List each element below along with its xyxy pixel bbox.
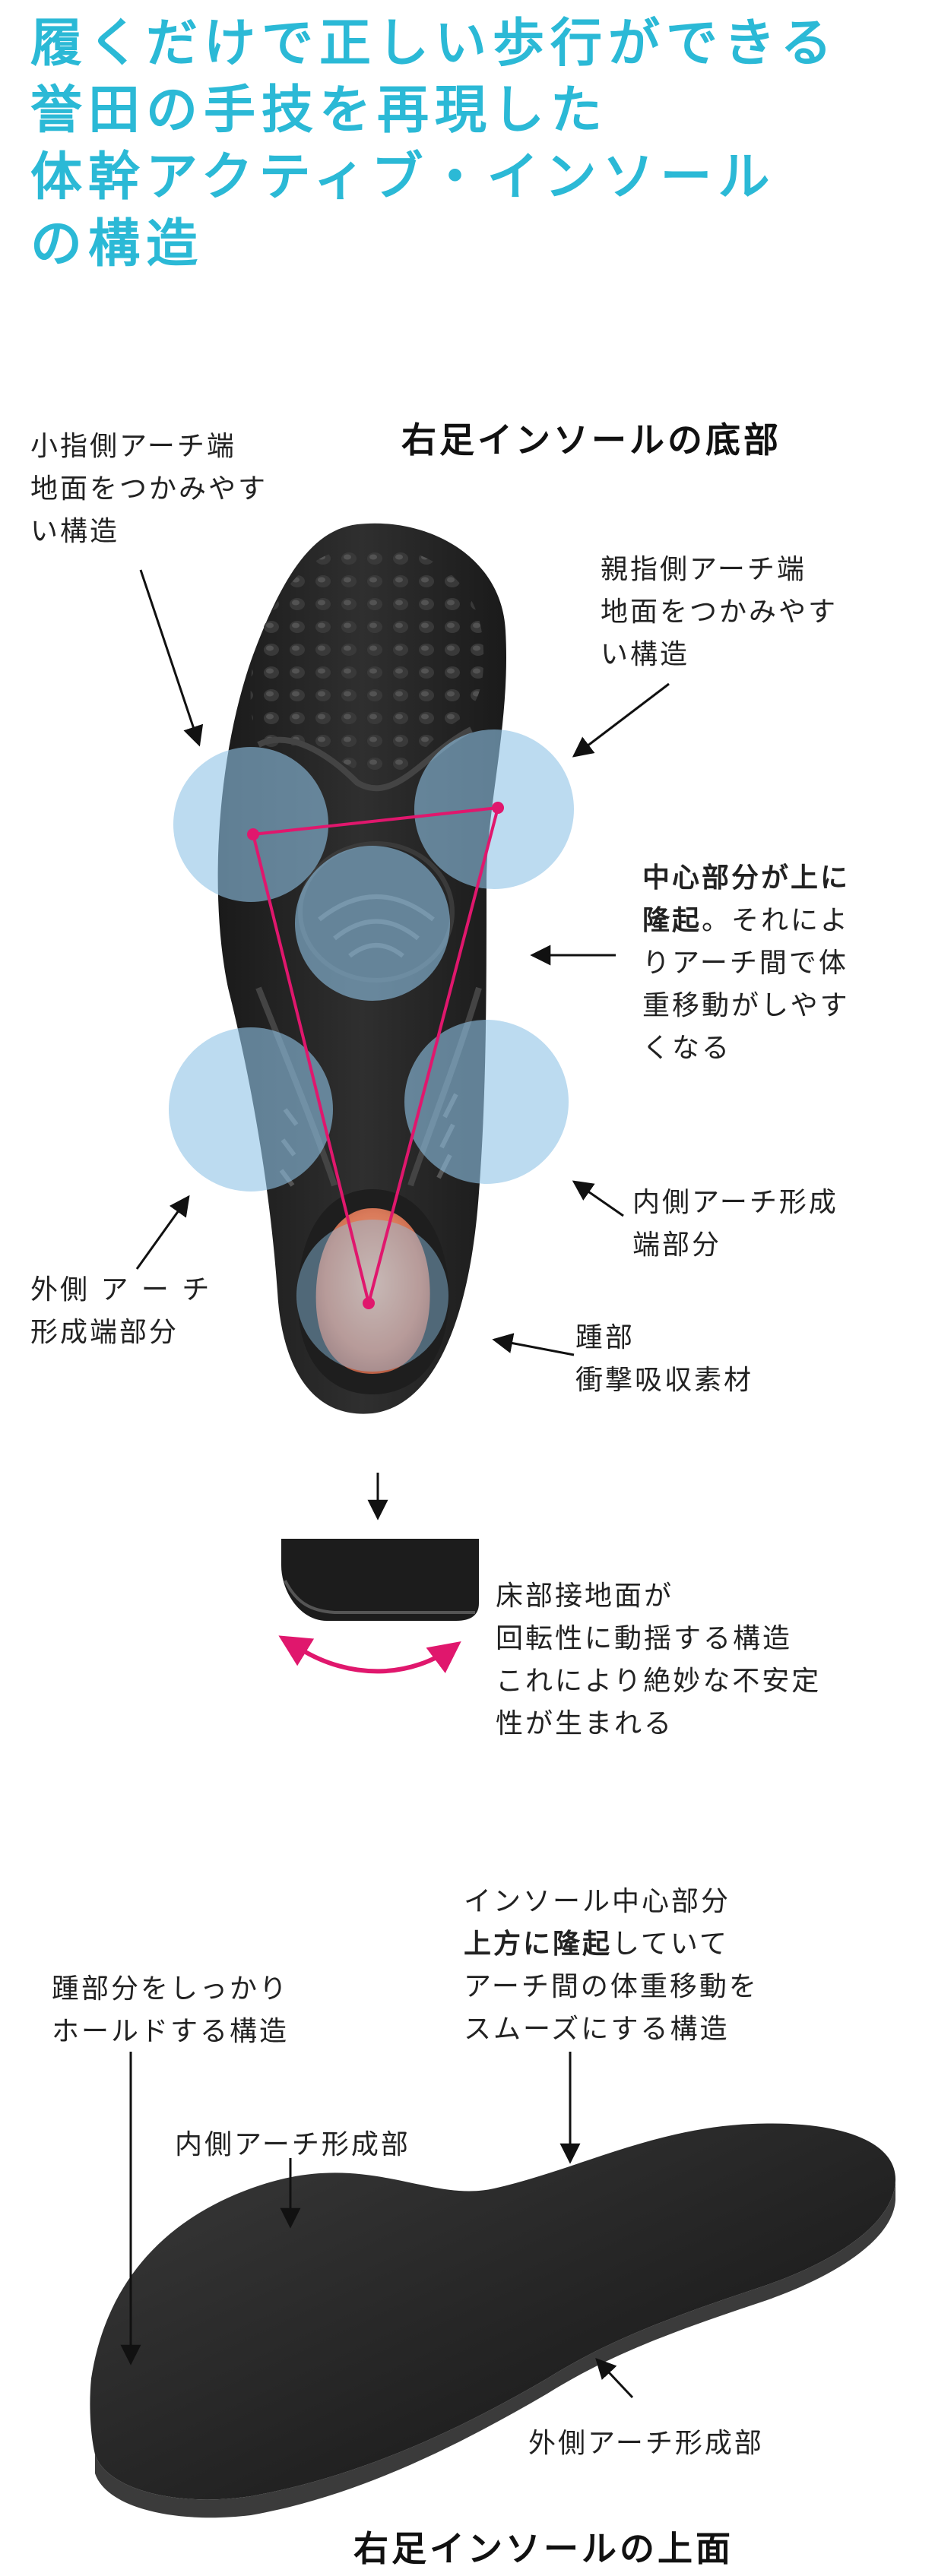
bottom-view-title: 右足インソールの底部 (401, 419, 781, 460)
label-line: 性が生まれる (496, 1708, 674, 1739)
label-line: 踵部 (575, 1322, 635, 1353)
label-top-center: インソール中心部分 上方に隆起していて アーチ間の体重移動を スムーズにする構造 (464, 1881, 759, 2051)
label-line: ホールドする構造 (52, 2016, 290, 2047)
label-line: い構造 (601, 639, 690, 670)
label-line: 地面をつかみやす (601, 597, 838, 628)
circle-outer-arch (169, 1027, 333, 1191)
weight-triangle (247, 802, 504, 1309)
label-line: い構造 (30, 516, 120, 547)
label-line: くなる (642, 1033, 732, 1064)
label-line: 地面をつかみやす (30, 473, 268, 505)
label-line: 外側 ア ー チ (30, 1274, 212, 1305)
label-pinky-arch: 小指側アーチ端 地面をつかみやす い構造 (30, 426, 268, 553)
emphasis: 隆起 (642, 905, 702, 936)
label-line: 親指側アーチ端 (601, 554, 807, 585)
label-thumb-arch: 親指側アーチ端 地面をつかみやす い構造 (601, 549, 838, 676)
label-text: していて (612, 1929, 729, 1960)
circle-pinky-arch (173, 747, 328, 902)
label-heel-hold: 踵部分をしっかり ホールドする構造 (52, 1968, 289, 2053)
top-view-arrows (120, 2052, 634, 2399)
insole-top-view (90, 2123, 896, 2518)
label-line: 中心部分が上に (642, 857, 850, 900)
emphasis: 上方に隆起 (464, 1929, 613, 1960)
heading-line-4: の構造 (30, 214, 204, 274)
heading-line-3: 体幹アクティブ・インソール (30, 147, 776, 207)
label-line: インソール中心部分 (464, 1886, 731, 1917)
emphasis: 中心部分が上に (642, 862, 851, 894)
label-top-inner-arch: 内側アーチ形成部 (175, 2129, 410, 2160)
label-heel: 踵部 衝撃吸収素材 (575, 1317, 753, 1402)
label-outer-arch: 外側 ア ー チ 形成端部分 (30, 1269, 211, 1354)
circle-center (295, 846, 450, 1001)
pressure-circles (169, 729, 574, 1372)
label-line: 小指側アーチ端 (30, 431, 236, 462)
label-line: 踵部分をしっかり (52, 1973, 290, 2005)
label-line: スムーズにする構造 (464, 2014, 730, 2045)
label-line: 形成端部分 (30, 1317, 179, 1348)
label-line: りアーチ間で体 (642, 948, 848, 979)
label-line: 重移動がしやす (642, 990, 850, 1021)
heading-line-1: 履くだけで正しい歩行ができる (30, 14, 838, 74)
page-heading: 履くだけで正しい歩行ができる 誉田の手技を再現した 体幹アクティブ・インソール … (30, 11, 927, 278)
circle-inner-arch (404, 1020, 569, 1184)
label-line: アーチ間の体重移動を (464, 1971, 759, 2002)
label-line: 端部分 (632, 1229, 722, 1261)
heading-line-2: 誉田の手技を再現した (30, 81, 609, 141)
label-line: 内側アーチ形成 (632, 1187, 838, 1218)
label-line: 床部接地面が (496, 1581, 674, 1612)
sole-cross-section (278, 1539, 479, 1674)
circle-heel (296, 1220, 448, 1372)
label-top-outer-arch: 外側アーチ形成部 (528, 2428, 764, 2459)
label-rotation: 床部接地面が 回転性に動揺する構造 これにより絶妙な不安定 性が生まれる (496, 1575, 821, 1745)
label-line: これにより絶妙な不安定 (496, 1666, 822, 1697)
label-line: 隆起。それによ (642, 900, 850, 942)
label-line: 上方に隆起していて (464, 1923, 759, 1966)
label-inner-arch: 内側アーチ形成 端部分 (632, 1182, 838, 1267)
label-text: 。それによ (702, 905, 851, 936)
label-center-raised: 中心部分が上に 隆起。それによ りアーチ間で体 重移動がしやす くなる (642, 857, 850, 1070)
top-view-title: 右足インソールの上面 (353, 2528, 734, 2569)
label-line: 回転性に動揺する構造 (496, 1623, 793, 1654)
label-line: 衝撃吸収素材 (575, 1365, 754, 1396)
bottom-view-arrows (135, 569, 670, 1521)
